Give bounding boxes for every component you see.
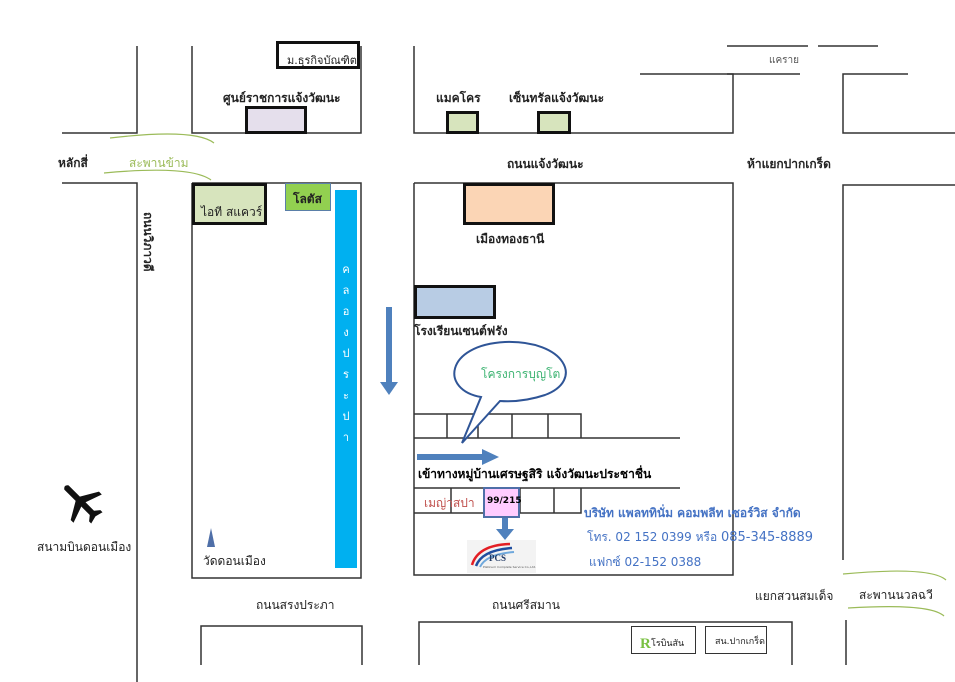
down-arrow-icon (380, 307, 398, 395)
block-edge (62, 182, 138, 682)
police-station-box (705, 626, 767, 654)
address-number: 99/215 (487, 496, 522, 506)
block-edge (413, 182, 734, 576)
svg-text:R: R (640, 636, 651, 652)
it-square-box (192, 183, 267, 225)
pcs-logo-text: PCS (489, 553, 507, 563)
pcs-logo-subtext: Platinum Complete Service Co.,Ltd. (483, 565, 537, 569)
canal-letter: ป (342, 410, 350, 423)
block-edge (62, 46, 138, 134)
block-edge (200, 625, 363, 665)
canal-letter: ล (342, 284, 350, 297)
police-station-label: สน.ปากเกร็ด (715, 637, 765, 647)
canal-letter: ป (342, 347, 350, 360)
st-francis-label: โรงเรียนเซนต์ฟรัง (414, 324, 508, 338)
lotus-box (285, 183, 331, 211)
govt-center-box (245, 106, 307, 134)
chaeng-watthana-road-label: ถนนแจ้งวัฒนะ (507, 157, 584, 171)
right-arrow-icon (417, 449, 499, 465)
canal-letter: ะ (343, 389, 349, 402)
overpass-curve-bottom (103, 169, 212, 181)
dpu-label: ม.ธุรกิจบัณฑิต (287, 54, 357, 67)
block-edge (842, 184, 955, 560)
block-edge (842, 73, 955, 134)
lak-si-label: หลักสี่ (58, 156, 88, 170)
suan-somdet-junction-label: แยกสวนสมเด็จ (755, 589, 834, 603)
overpass-curve-top (109, 133, 215, 144)
airport-label: สนามบินดอนเมือง (37, 540, 132, 554)
overpass-curve-top (842, 570, 947, 581)
bunyato-callout-label: โครงการบุญโต (481, 367, 561, 381)
airplane-icon (64, 485, 103, 524)
dpu-box (276, 41, 360, 69)
company-name: บริษัท แพลททินั่ม คอมพลีท เซอร์วิส จำกัด (584, 506, 801, 520)
company-phone: โทร. 02 152 0399 หรือ 085-345-8889 (587, 528, 813, 547)
block-edge (418, 621, 793, 665)
canal-letter: า (342, 431, 350, 444)
si-saman-road-label: ถนนศรีสมาน (492, 598, 560, 612)
overpass-curves (103, 133, 947, 617)
village-entrance-label: เข้าทางหมู่บ้านเศรษฐสิริ แจ้งวัฒนะประชาช… (418, 467, 652, 481)
robinson-label: โรบินสัน (651, 639, 685, 649)
majesta-spa-label: เมญ่าสปา (424, 496, 475, 510)
govt-center-label: ศูนย์ราชการแจ้งวัฒนะ (223, 91, 341, 105)
overpass-curve-bottom (847, 606, 945, 617)
block-edge (413, 46, 734, 134)
makro-box (446, 111, 479, 134)
overpass-left-label: สะพานข้าม (129, 156, 189, 170)
canal-letter: อ (342, 305, 350, 318)
row-edge (414, 413, 582, 438)
pak-kret-junction-label: ห้าแยกปากเกร็ด (747, 157, 831, 171)
it-square-label: ไอที สแควร์ (201, 205, 263, 219)
makro-label: แมคโคร (436, 91, 481, 105)
song-prapa-road-label: ถนนสรงประภา (256, 598, 335, 612)
st-francis-box (414, 285, 496, 319)
address-box (483, 487, 520, 518)
address-down-arrow-icon (496, 518, 514, 540)
wat-don-mueang-label: วัดดอนเมือง (203, 554, 266, 568)
lotus-label: โลตัส (293, 192, 322, 206)
muang-thong-box (463, 183, 555, 225)
nawalchawee-bridge-label: สะพานนวลฉวี (859, 588, 933, 602)
central-box (537, 111, 571, 134)
robinson-logo-icon: R (640, 636, 651, 652)
canal-letter: ร (343, 368, 349, 381)
temple-icon (207, 528, 215, 547)
pcs-logo-icon (467, 540, 536, 573)
mobile-number: 085-345-8889 (720, 530, 814, 545)
khae-rai-label: แคราย (769, 55, 799, 66)
road-outlines (62, 45, 955, 682)
canal: ค ล อ ง ป ร ะ ป า (335, 190, 357, 568)
robinson-box (631, 626, 696, 654)
company-fax: แฟกซ์ 02-152 0388 (589, 555, 702, 569)
muang-thong-label: เมืองทองธานี (476, 232, 545, 246)
canal-letter: ง (343, 326, 349, 339)
vibhavadi-road-label: ถนนวิภาวดี (141, 212, 155, 272)
row-edge (414, 488, 582, 514)
central-label: เซ็นทรัลแจ้งวัฒนะ (509, 91, 605, 105)
callout-bubble (453, 340, 567, 444)
phone-label: โทร. 02 152 0399 หรือ (587, 530, 718, 544)
canal-letter: ค (342, 263, 350, 276)
